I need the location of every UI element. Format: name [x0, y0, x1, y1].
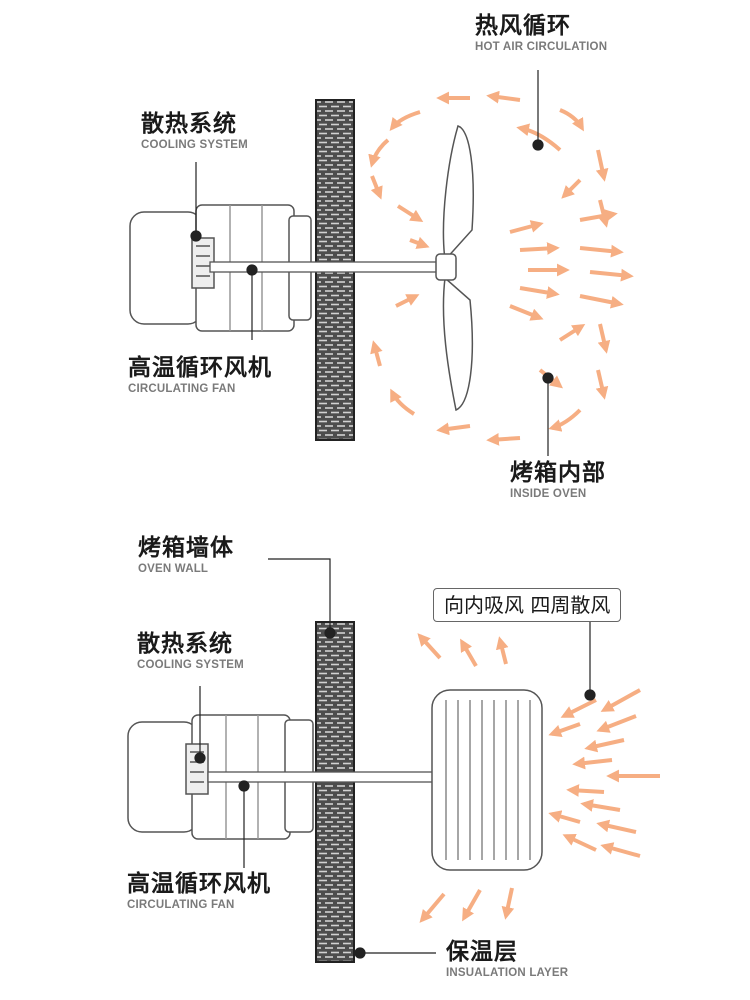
axial-fan — [435, 125, 474, 412]
fan-title-bottom: 高温循环风机 — [127, 871, 271, 897]
oven-wall-title: 烤箱墙体 — [138, 535, 234, 561]
hot-air-subtitle: HOT AIR CIRCULATION — [475, 41, 608, 53]
cooling-system-label-top: 散热系统 COOLING SYSTEM — [141, 110, 248, 152]
hot-air-arrows — [368, 90, 634, 446]
insulation-subtitle: INSUALATION LAYER — [446, 967, 569, 979]
fan-label-bottom: 高温循环风机 CIRCULATING FAN — [127, 870, 271, 912]
cooling-system-title-top: 散热系统 — [141, 111, 237, 137]
fan-shaft-top — [209, 261, 451, 273]
fan-subtitle-top: CIRCULATING FAN — [128, 383, 236, 395]
insulation-title: 保温层 — [446, 939, 518, 965]
top-figure — [129, 70, 634, 456]
inside-oven-title: 烤箱内部 — [510, 460, 606, 486]
inside-oven-label: 烤箱内部 INSIDE OVEN — [510, 459, 606, 501]
cooling-system-title-bottom: 散热系统 — [137, 631, 233, 657]
oven-wall-label: 烤箱墙体 OVEN WALL — [138, 534, 234, 576]
fan-subtitle-bottom: CIRCULATING FAN — [127, 899, 235, 911]
insulation-label: 保温层 INSUALATION LAYER — [446, 938, 568, 980]
leaders-top — [190, 70, 554, 456]
cooling-system-subtitle-bottom: COOLING SYSTEM — [137, 659, 244, 671]
cooling-system-label-bottom: 散热系统 COOLING SYSTEM — [137, 630, 244, 672]
oven-wall-subtitle: OVEN WALL — [138, 563, 209, 575]
hot-air-label: 热风循环 HOT AIR CIRCULATION — [475, 12, 607, 54]
hot-air-title: 热风循环 — [475, 13, 571, 39]
leaders-bottom — [194, 558, 596, 959]
bottom-figure — [127, 558, 660, 963]
fan-label-top: 高温循环风机 CIRCULATING FAN — [128, 354, 272, 396]
inside-oven-subtitle: INSIDE OVEN — [510, 488, 587, 500]
cooling-system-subtitle-top: COOLING SYSTEM — [141, 139, 248, 151]
intake-note-box: 向内吸风 四周散风 — [433, 588, 622, 622]
intake-exhaust-arrows — [417, 633, 660, 923]
oven-wall-bottom — [315, 621, 355, 963]
fan-shaft-bottom — [207, 771, 439, 783]
centrifugal-fan — [431, 689, 543, 871]
fan-title-top: 高温循环风机 — [128, 355, 272, 381]
